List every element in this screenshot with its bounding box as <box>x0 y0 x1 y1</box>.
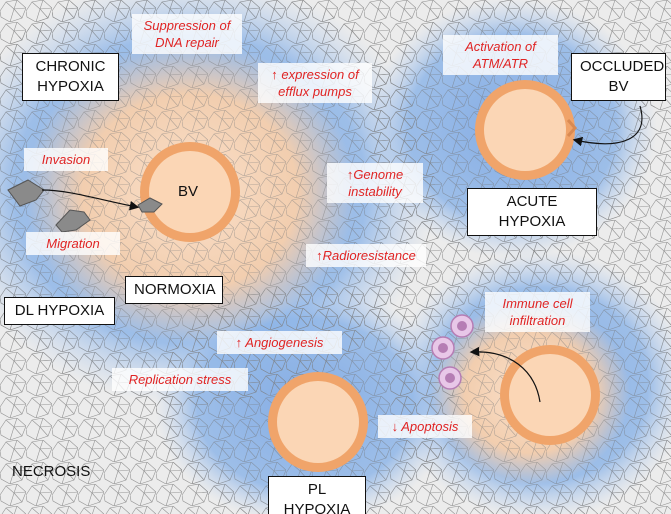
chronic-hypoxia-line1: CHRONIC <box>35 58 106 75</box>
dl-hypoxia-label: DL HYPOXIA <box>4 297 115 325</box>
occluded-bv-line1: OCCLUDED <box>580 58 665 75</box>
immune-cell-icon <box>431 336 455 360</box>
immune-cell-icon <box>438 366 462 390</box>
occluded-bv-label: OCCLUDED BV <box>571 53 666 101</box>
effect-invasion: Invasion <box>24 148 108 171</box>
tumor-cell-icon <box>137 197 163 213</box>
occlusion-arrow-icon <box>572 105 643 147</box>
effect-dna-repair-line1: Suppression of <box>143 18 231 33</box>
effect-dna-repair: Suppression of DNA repair <box>132 14 242 54</box>
effect-replication-stress: Replication stress <box>112 368 248 391</box>
effect-genome-line2: instability <box>348 184 402 199</box>
blood-vessel-main <box>140 142 240 242</box>
necrosis-label: NECROSIS <box>12 463 91 480</box>
pl-hypoxia-label: PL HYPOXIA <box>268 476 366 514</box>
infiltration-arrow-icon <box>469 346 541 403</box>
bv-label: BV <box>178 183 199 200</box>
chronic-hypoxia-label: CHRONIC HYPOXIA <box>22 53 119 101</box>
effect-atm-atr-line1: Activation of <box>465 39 536 54</box>
effect-apoptosis: ↓ Apoptosis <box>378 415 472 438</box>
normoxia-label: NORMOXIA <box>125 276 223 304</box>
effect-genome-line1: ↑Genome <box>346 167 404 182</box>
effect-efflux-line2: efflux pumps <box>278 84 352 99</box>
blood-vessel-immune <box>500 345 600 445</box>
effect-angiogenesis: ↑ Angiogenesis <box>217 331 342 354</box>
effect-efflux-pumps: ↑ expression of efflux pumps <box>258 63 372 103</box>
tumor-cell-icon <box>7 179 45 207</box>
migration-arrow-icon <box>41 189 140 211</box>
effect-atm-atr: Activation of ATM/ATR <box>443 35 558 75</box>
effect-genome-instability: ↑Genome instability <box>327 163 423 203</box>
blood-vessel-pl <box>268 372 368 472</box>
effect-migration: Migration <box>26 232 120 255</box>
effect-atm-atr-line2: ATM/ATR <box>472 56 529 71</box>
effect-dna-repair-line2: DNA repair <box>155 35 219 50</box>
effect-immune-line1: Immune cell <box>502 296 573 311</box>
effect-efflux-line1: ↑ expression of <box>271 67 359 82</box>
effect-radioresistance: ↑Radioresistance <box>306 244 426 267</box>
effect-immune-line2: infiltration <box>509 313 566 328</box>
blood-vessel-occluded <box>475 80 577 180</box>
chronic-hypoxia-line2: HYPOXIA <box>37 78 104 95</box>
immune-cell-icon <box>450 314 474 338</box>
effect-immune-infiltration: Immune cell infiltration <box>485 292 590 332</box>
acute-hypoxia-label: ACUTE HYPOXIA <box>467 188 597 236</box>
occluded-bv-line2: BV <box>608 78 629 95</box>
